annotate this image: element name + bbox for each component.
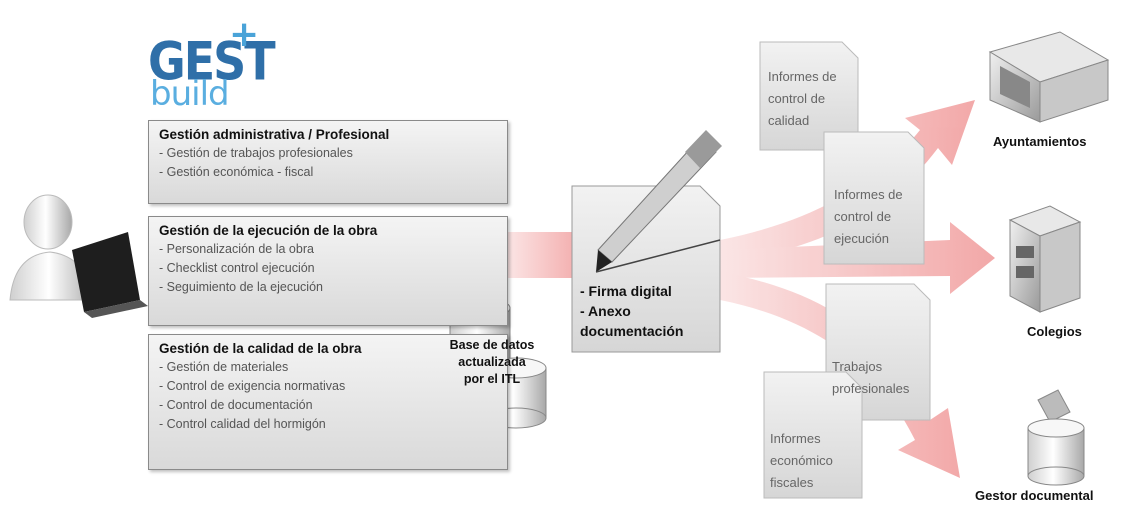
panel-title: Gestión administrativa / Profesional (159, 127, 390, 142)
doc-line: Informes de (834, 187, 903, 202)
doc-line: fiscales (770, 475, 814, 490)
doc-line: Trabajos (832, 359, 883, 374)
doc-line: ejecución (834, 231, 889, 246)
panel-ejecucion: Gestión de la ejecución de la obra - Per… (148, 216, 508, 326)
user-laptop-icon (9, 194, 148, 318)
panel-title: Gestión de la calidad de la obra (159, 341, 362, 356)
logo-build: build (150, 74, 230, 114)
doc-economico-label: Informes económico fiscales (770, 428, 833, 494)
doc-line: Informes de (768, 69, 837, 84)
document-manager-icon (1027, 389, 1085, 486)
logo-plus: + (229, 14, 260, 55)
panel-item: - Seguimiento de la ejecución (159, 280, 323, 294)
panel-item: - Control de exigencia normativas (159, 379, 346, 393)
panel-administrativa: Gestión administrativa / Profesional - G… (148, 120, 508, 204)
doc-line: control de (834, 209, 892, 224)
panel-item: - Gestión económica - fiscal (159, 165, 314, 179)
panel-item: - Gestión de materiales (159, 360, 289, 374)
town-hall-icon (988, 31, 1110, 123)
doc-ejecucion-label: Informes de control de ejecución (834, 184, 903, 250)
signature-doc-label: - Firma digital - Anexo documentación (580, 281, 683, 341)
panel-calidad: Gestión de la calidad de la obra - Gesti… (148, 334, 508, 470)
logo-gest: GEST (148, 30, 276, 93)
panel-item: - Personalización de la obra (159, 242, 314, 256)
dest-ayuntamientos: Ayuntamientos (993, 134, 1087, 149)
doc-line: control de (768, 91, 826, 106)
school-icon (1008, 205, 1082, 313)
database-line: actualizada (458, 355, 526, 369)
doc-line: calidad (768, 113, 810, 128)
doc-calidad-label: Informes de control de calidad (768, 66, 837, 132)
center-line: documentación (580, 323, 684, 339)
input-arrow-band (505, 232, 578, 278)
panel-item: - Control calidad del hormigón (159, 417, 326, 431)
center-line: - Firma digital (580, 283, 672, 299)
dest-gestor-documental: Gestor documental (975, 488, 1094, 503)
doc-line: Informes (770, 431, 821, 446)
panel-item: - Checklist control ejecución (159, 261, 315, 275)
database-label: Base de datos actualizada por el ITL (432, 337, 552, 388)
doc-line: económico (770, 453, 833, 468)
database-line: por el ITL (463, 372, 521, 386)
database-line: Base de datos (449, 338, 535, 352)
panel-item: - Control de documentación (159, 398, 313, 412)
document-icons (571, 41, 931, 499)
doc-line: profesionales (832, 381, 910, 396)
doc-trabajos-label: Trabajos profesionales (832, 356, 909, 400)
dest-colegios: Colegios (1027, 324, 1082, 339)
pen-icon (595, 130, 722, 273)
center-line: - Anexo (580, 303, 631, 319)
panel-title: Gestión de la ejecución de la obra (159, 223, 378, 238)
panel-item: - Gestión de trabajos profesionales (159, 146, 353, 160)
